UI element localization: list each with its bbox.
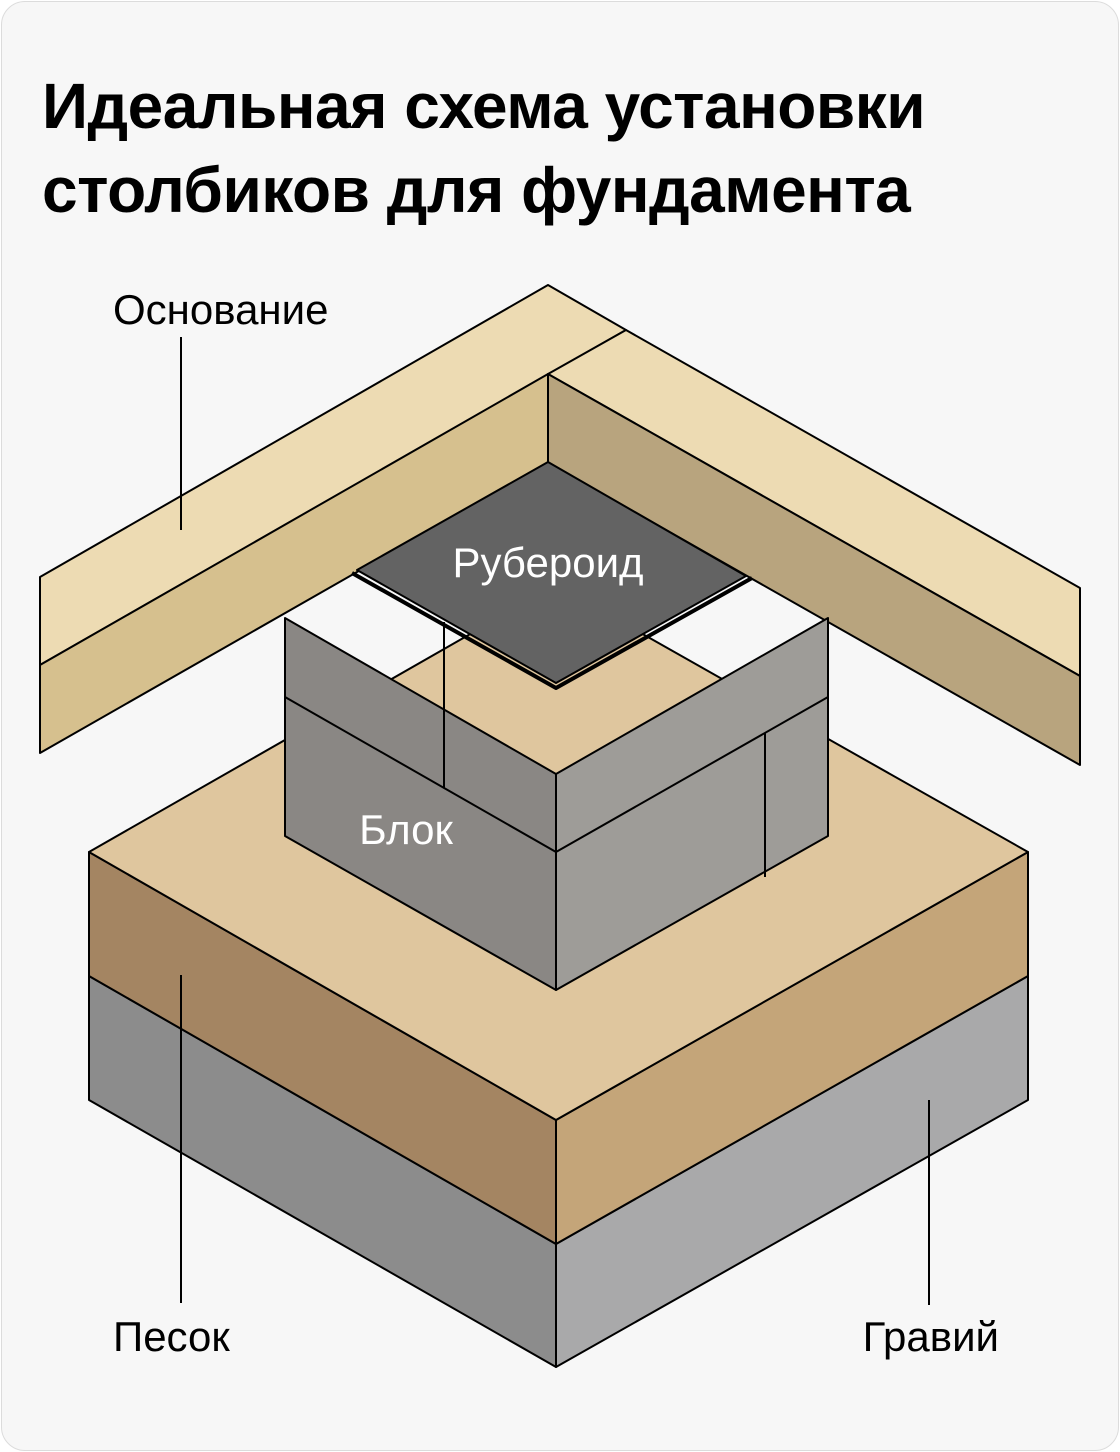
label-gravel: Гравий: [863, 1313, 999, 1360]
diagram-labels: Основание Рубероид Блок Песок Гравий: [113, 286, 999, 1360]
block-pillar: [284, 617, 829, 991]
title-line-2: столбиков для фундамента: [42, 154, 911, 226]
roofing-top: [356, 461, 747, 684]
block-right-face: [555, 617, 829, 991]
label-sand: Песок: [113, 1313, 230, 1360]
label-block: Блок: [359, 806, 453, 853]
diagram-title: Идеальная схема установки столбиков для …: [42, 64, 1092, 232]
roofing-edge: [351, 571, 753, 690]
title-line-1: Идеальная схема установки: [42, 70, 926, 142]
label-base: Основание: [113, 286, 328, 333]
roofing-felt: [351, 461, 753, 690]
base-beams: [39, 284, 1081, 766]
label-roofing: Рубероид: [452, 539, 643, 586]
block-mortar-right-h: [555, 696, 829, 853]
leader-lines: [180, 337, 930, 1305]
beam-right-front: [547, 373, 1081, 766]
block-mortar-left-h: [284, 696, 557, 853]
